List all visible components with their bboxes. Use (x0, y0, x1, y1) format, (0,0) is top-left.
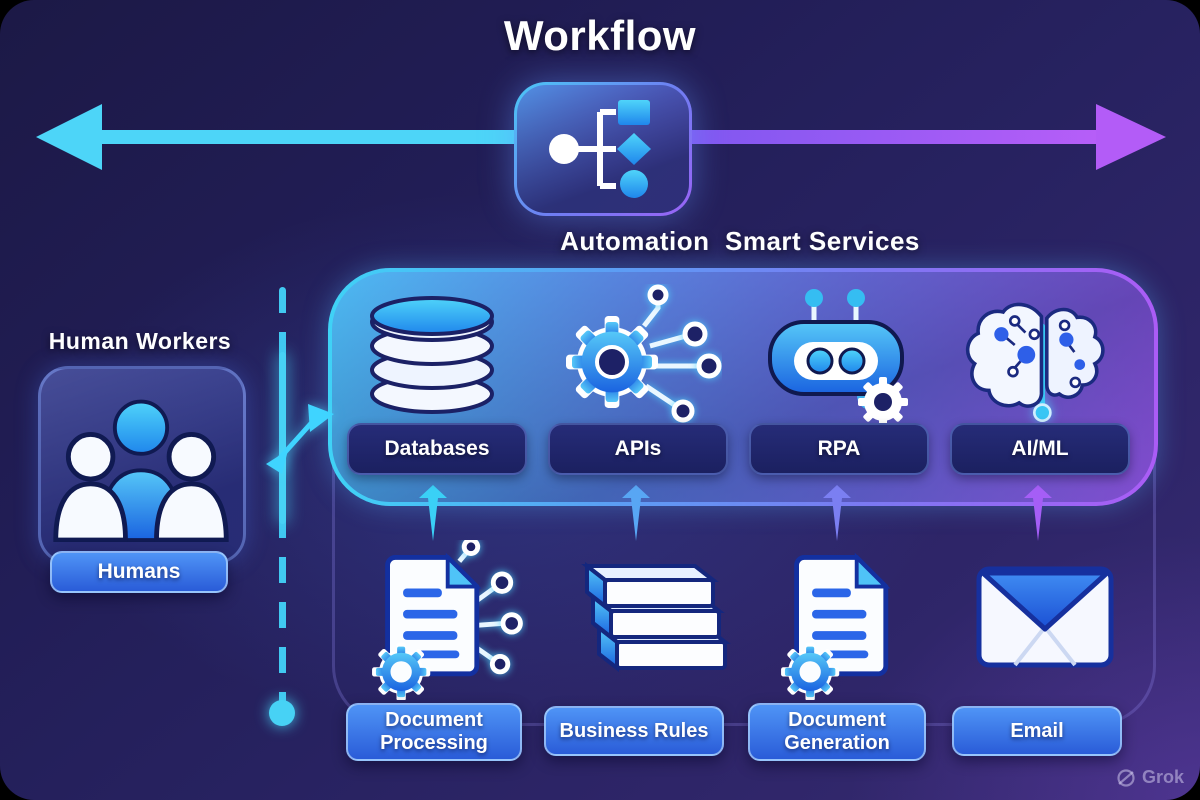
books-stack-icon (581, 561, 731, 673)
document-gear-icon (781, 552, 891, 700)
workflow-hub-card (514, 82, 692, 216)
services-heading: Automation Smart Services (560, 226, 920, 256)
flowchart-icon (549, 100, 651, 198)
divider-to-services-arrow (266, 404, 334, 474)
tool-label-business-rules: Business Rules (544, 706, 724, 756)
arrow-right (676, 104, 1166, 170)
gear-circuit-icon (566, 284, 722, 423)
people-group-icon (53, 399, 229, 542)
connector-drip (419, 485, 447, 541)
human-workers-heading: Human Workers (48, 328, 232, 354)
watermark-text: Grok (1141, 767, 1184, 787)
page-title: Workflow (503, 12, 697, 59)
database-icon (370, 296, 494, 414)
divider-end-dot (269, 700, 295, 726)
tool-label-document-generation: Document Generation (748, 703, 926, 761)
connector-drip (622, 485, 650, 541)
tool-label-email: Email (952, 706, 1122, 756)
document-gear-circuit-icon (372, 540, 523, 700)
watermark: Grok (1116, 767, 1184, 788)
humans-card (38, 366, 246, 564)
arrow-left (36, 104, 528, 170)
service-label-aiml: AI/ML (950, 423, 1130, 475)
service-label-apis: APIs (548, 423, 728, 475)
tool-label-document-processing: Document Processing (346, 703, 522, 761)
grok-logo-icon (1117, 768, 1135, 787)
service-label-rpa: RPA (749, 423, 929, 475)
divider-glow-segment (279, 352, 286, 524)
service-label-databases: Databases (347, 423, 527, 475)
connector-drip (1024, 485, 1052, 541)
connector-drip (823, 485, 851, 541)
brain-circuit-icon (965, 302, 1105, 422)
envelope-icon (976, 566, 1114, 668)
robot-icon (768, 289, 908, 427)
humans-label-button: Humans (50, 551, 228, 593)
